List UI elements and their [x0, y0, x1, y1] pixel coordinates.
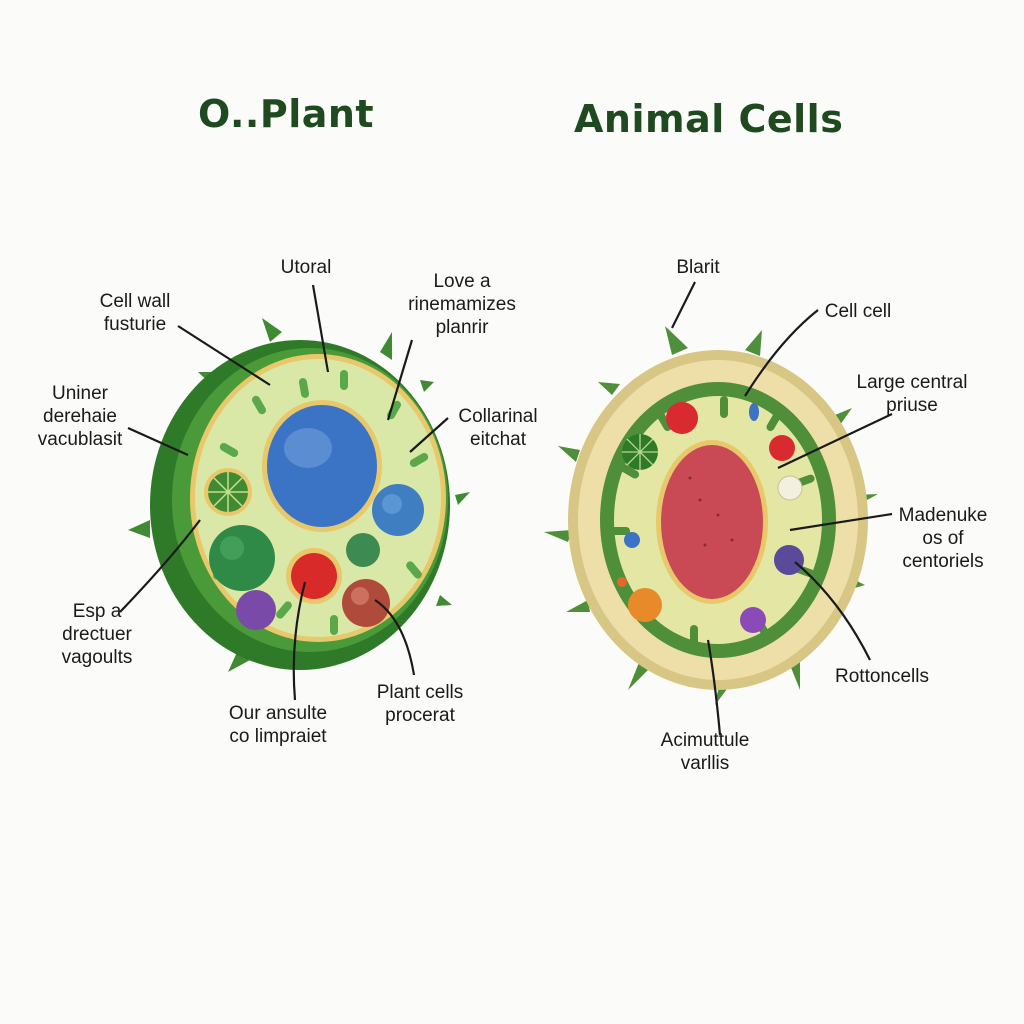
animal-vesicle-orange [628, 588, 662, 622]
label-our: Our ansulte co limpraiet [228, 703, 328, 747]
plant-chloroplast [204, 468, 252, 516]
label-cell-cell: Cell cell [824, 301, 892, 322]
leader-plant-cells [374, 599, 416, 676]
animal-cell [544, 326, 878, 705]
label-plant-cells: Plant cells procerat [376, 682, 464, 726]
leader-rottoncells [794, 561, 871, 661]
label-madenuke: Madenuke os of centoriels [898, 505, 988, 572]
label-utoral: Utoral [280, 257, 332, 278]
leader-lines [119, 281, 893, 736]
label-large: Large central priuse [856, 372, 968, 416]
label-love: Love a rinemamizes planrir [408, 271, 516, 338]
plant-cell [128, 318, 470, 672]
label-uniner: Uniner derehaie vacublasit [37, 383, 123, 450]
leader-cell-cell [744, 309, 819, 397]
leader-cell-wall [177, 325, 271, 386]
animal-lysosome-red [666, 402, 698, 434]
animal-cell-spikes [544, 326, 878, 705]
label-blarit: Blarit [676, 257, 720, 278]
label-rottoncells: Rottoncells [835, 666, 929, 687]
animal-centriole-wheel [622, 434, 658, 470]
leader-utoral [311, 284, 330, 373]
leader-collarinal [409, 417, 449, 453]
leader-blarit [671, 281, 696, 329]
leader-uniner [127, 426, 189, 457]
leader-acimuttule [706, 639, 722, 736]
label-collarinal: Collarinal eitchat [458, 406, 538, 450]
plant-title: O..Plant [198, 92, 375, 136]
leader-our [292, 581, 307, 701]
leader-esp [119, 519, 201, 613]
leader-love [386, 339, 414, 421]
leader-large [777, 413, 893, 469]
animal-title: Animal Cells [574, 97, 844, 141]
plant-vacuole-green [209, 525, 275, 591]
label-esp: Esp a drectuer vagoults [61, 601, 133, 668]
label-cell-wall: Cell wall fusturie [99, 291, 171, 335]
leader-madenuke [789, 512, 893, 532]
plant-vesicle-purple [236, 590, 276, 630]
label-acimuttule: Acimuttule varllis [660, 730, 750, 774]
